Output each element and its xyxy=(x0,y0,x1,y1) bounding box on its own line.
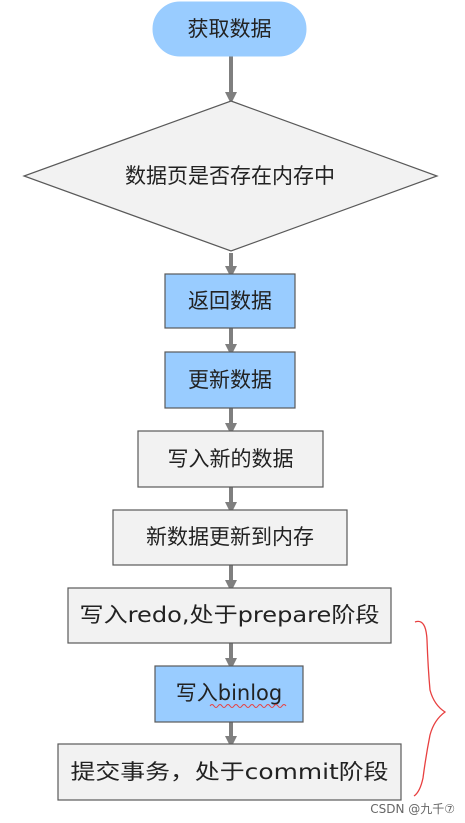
node-write-new-data-shape xyxy=(137,430,324,488)
node-write-redo-shape xyxy=(67,587,392,644)
node-write-binlog-shape xyxy=(154,665,304,723)
node-start-shape xyxy=(152,1,307,57)
node-return-data-shape xyxy=(164,273,296,329)
node-write-redo-label: 写入redo,处于prepare阶段 xyxy=(80,603,380,627)
node-write-redo: 写入redo,处于prepare阶段 xyxy=(67,587,392,644)
node-write-new-data: 写入新的数据 xyxy=(137,430,324,488)
node-commit: 提交事务，处于commit阶段 xyxy=(57,743,402,801)
node-write-binlog-label: 写入binlog xyxy=(176,681,283,705)
node-decision-shape xyxy=(22,100,439,252)
node-update-to-memory-label: 新数据更新到内存 xyxy=(146,525,314,549)
watermark: CSDN @九千⑦ xyxy=(370,802,455,816)
red-brace-annotation xyxy=(413,620,447,797)
node-commit-shape xyxy=(57,743,402,801)
node-return-data-label: 返回数据 xyxy=(188,289,272,313)
node-commit-label: 提交事务，处于commit阶段 xyxy=(71,760,389,784)
node-write-binlog: 写入binlog xyxy=(154,665,304,723)
node-return-data: 返回数据 xyxy=(164,273,296,329)
node-update-data-shape xyxy=(164,351,296,409)
node-write-new-data-label: 写入新的数据 xyxy=(168,447,294,471)
node-start-label: 获取数据 xyxy=(188,17,272,41)
node-decision-label: 数据页是否存在内存中 xyxy=(125,164,335,188)
spellcheck-squiggle xyxy=(209,704,287,708)
node-decision: 数据页是否存在内存中 xyxy=(22,100,439,252)
node-update-to-memory-shape xyxy=(112,509,348,566)
node-update-data: 更新数据 xyxy=(164,351,296,409)
node-update-data-label: 更新数据 xyxy=(188,368,272,392)
node-update-to-memory: 新数据更新到内存 xyxy=(112,509,348,566)
node-start: 获取数据 xyxy=(152,1,307,57)
